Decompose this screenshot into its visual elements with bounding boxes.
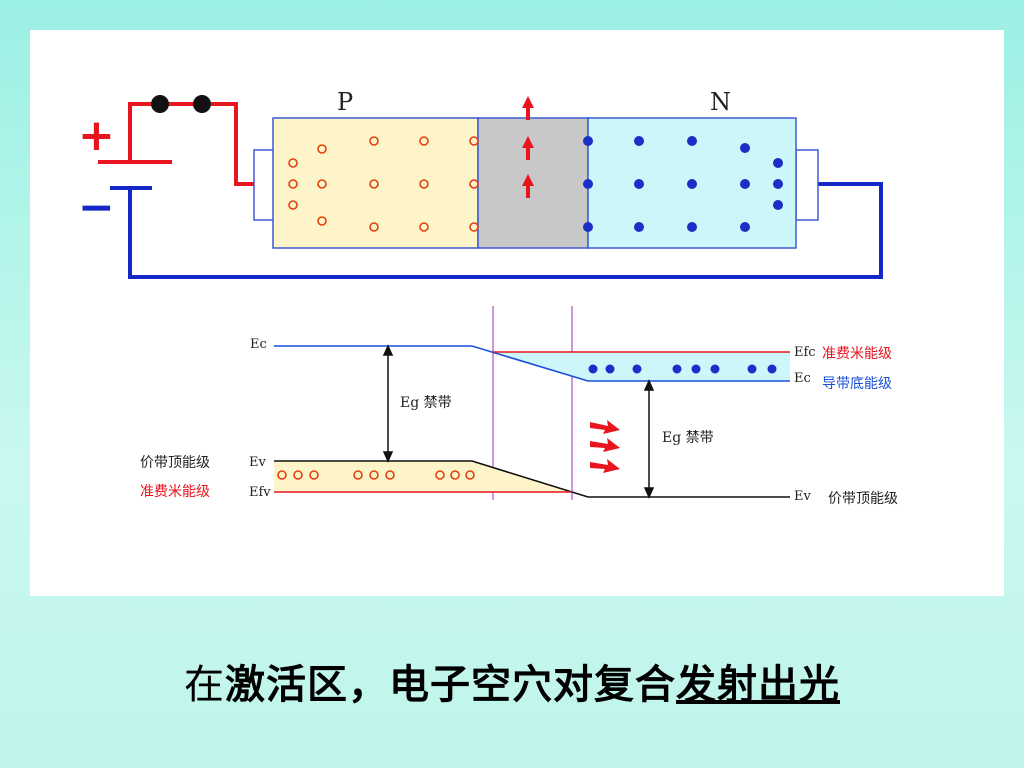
up-arrow-icon [522, 174, 534, 198]
valence-top-right-label: 价带顶能级 [828, 491, 898, 507]
electron [710, 364, 720, 374]
ec-right-label: Ec [794, 371, 811, 386]
electron [740, 143, 750, 153]
hole [385, 470, 395, 480]
hole [317, 216, 327, 226]
electron [773, 200, 783, 210]
electron [634, 222, 644, 232]
electron [687, 179, 697, 189]
hole [369, 470, 379, 480]
depletion-region [477, 117, 589, 249]
valence-top-left-label: 价带顶能级 [140, 455, 210, 471]
electrons-conduction-band [588, 364, 777, 374]
hole [288, 158, 298, 168]
electron [583, 222, 593, 232]
negative-wire [128, 182, 883, 279]
electron [634, 136, 644, 146]
bandgap-arrow-right [643, 379, 655, 499]
p-label: P [337, 88, 353, 116]
right-arrow-icon [590, 438, 620, 452]
hole [353, 470, 363, 480]
quasi-fermi-right-label: 准费米能级 [822, 346, 892, 362]
electron [773, 158, 783, 168]
bandgap-arrow-left [382, 344, 394, 463]
hole [288, 179, 298, 189]
caption-main: 激活区，电子空穴对复合 [225, 662, 676, 708]
hole [309, 470, 319, 480]
electron [634, 179, 644, 189]
ev-left-label: Ev [249, 455, 266, 470]
positive-wire [128, 102, 256, 186]
hole [469, 222, 479, 232]
switch-contact-left [151, 95, 169, 113]
electron [672, 364, 682, 374]
hole [465, 470, 475, 480]
electron [588, 364, 598, 374]
electron [687, 136, 697, 146]
electron [691, 364, 701, 374]
conduction-band-edge [274, 345, 790, 382]
n-electron-band-fill [493, 352, 790, 381]
eg-right-label: Eg 禁带 [662, 430, 714, 446]
n-contact [795, 149, 819, 221]
electron [747, 364, 757, 374]
hole [419, 136, 429, 146]
hole [450, 470, 460, 480]
p-region [272, 117, 479, 249]
n-label: N [710, 88, 731, 116]
efc-right-label: Efc [794, 345, 816, 360]
plus-sign: + [78, 110, 115, 161]
hole [369, 136, 379, 146]
efv-left-label: Efv [249, 485, 271, 500]
caption-underlined: 发射出光 [676, 662, 840, 708]
electron [773, 179, 783, 189]
hole [293, 470, 303, 480]
switch-contact-right [193, 95, 211, 113]
electron [583, 179, 593, 189]
eg-left-label: Eg 禁带 [400, 395, 452, 411]
hole [369, 179, 379, 189]
holes-p-region [288, 136, 479, 232]
conduction-bottom-right-label: 导带底能级 [822, 376, 892, 392]
right-arrow-icon [590, 420, 620, 434]
hole [469, 136, 479, 146]
ev-right-label: Ev [794, 489, 811, 504]
electron [583, 136, 593, 146]
electrons-n-region [583, 136, 783, 232]
up-arrow-icon [522, 136, 534, 160]
hole [369, 222, 379, 232]
electron [632, 364, 642, 374]
up-arrow-icon [522, 96, 534, 120]
p-contact [253, 149, 275, 221]
ec-left-label: Ec [250, 337, 267, 352]
electron [767, 364, 777, 374]
hole [419, 222, 429, 232]
hole [288, 200, 298, 210]
circuit-wires [98, 95, 883, 279]
caption-first-char: 在 [184, 662, 225, 708]
electron [687, 222, 697, 232]
electron [740, 222, 750, 232]
hole [277, 470, 287, 480]
quasi-fermi-left-label: 准费米能级 [140, 484, 210, 500]
emission-arrows [590, 420, 620, 473]
p-hole-band-fill [274, 461, 572, 492]
hole [317, 179, 327, 189]
electron [605, 364, 615, 374]
right-arrow-icon [590, 459, 620, 473]
slide-caption: 在激活区，电子空穴对复合发射出光 [0, 652, 1024, 710]
photon-arrows-up [522, 96, 534, 198]
hole [469, 179, 479, 189]
holes-valence-band [277, 470, 475, 480]
minus-sign: − [78, 182, 115, 233]
valence-band-edge [274, 460, 790, 498]
hole [419, 179, 429, 189]
electron [740, 179, 750, 189]
hole [435, 470, 445, 480]
hole [317, 144, 327, 154]
